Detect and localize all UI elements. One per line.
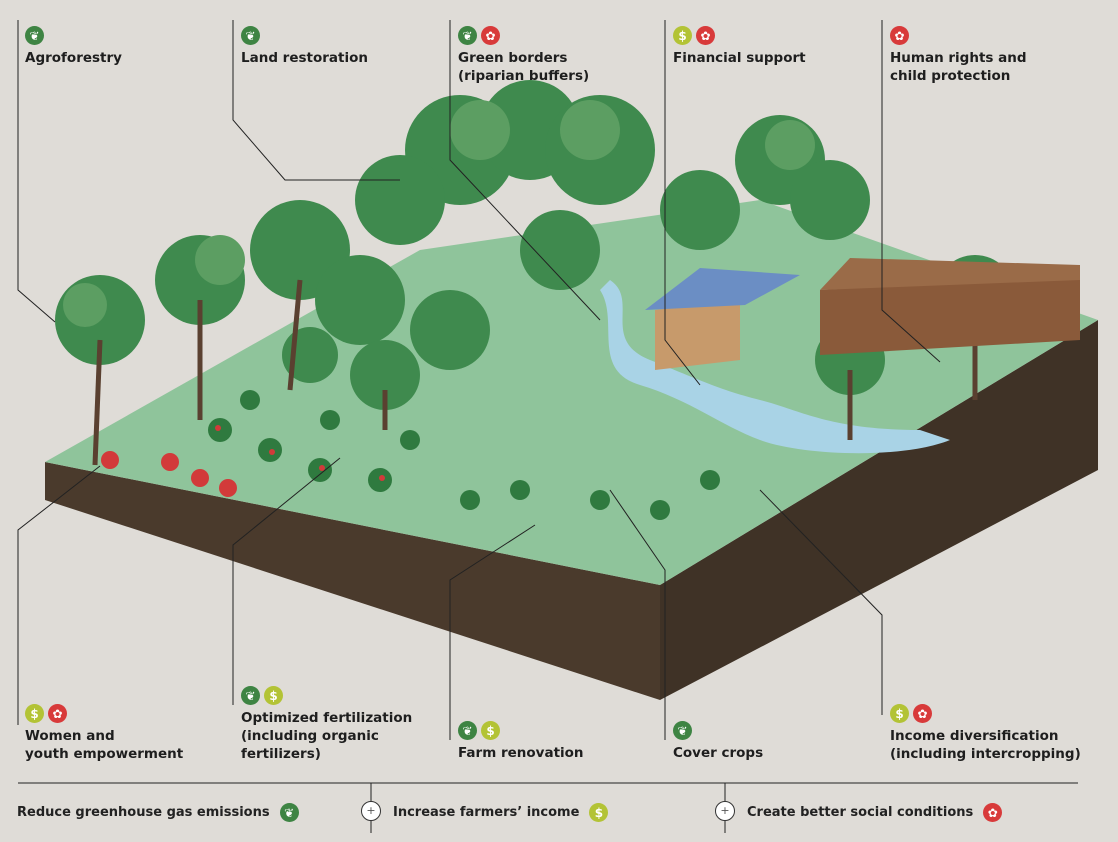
plus-icon: + xyxy=(715,801,735,821)
legend-social: Create better social conditions ✿ xyxy=(747,803,1003,822)
coffee-cherries xyxy=(101,425,385,497)
legend-climate: Reduce greenhouse gas emissions ❦ xyxy=(17,803,299,822)
leaf-icon: ❦ xyxy=(241,686,260,705)
label-agroforestry: ❦ Agroforestry xyxy=(25,26,122,67)
label-text: Land restoration xyxy=(241,50,368,66)
coffee-plants xyxy=(208,390,720,520)
people-icon: ✿ xyxy=(48,704,67,723)
label-text: Human rights and xyxy=(890,50,1027,66)
legend-label: Increase farmers’ income xyxy=(393,805,580,820)
label-text: (riparian buffers) xyxy=(458,68,590,84)
dollar-icon: $ xyxy=(264,686,283,705)
legend-label: Create better social conditions xyxy=(747,805,974,820)
plus-icon: + xyxy=(361,801,381,821)
label-text: (including organic xyxy=(241,728,379,744)
dollar-icon: $ xyxy=(25,704,44,723)
house-left xyxy=(655,300,740,370)
label-income-diversification: $✿ Income diversification (including int… xyxy=(890,704,1081,763)
label-cover-crops: ❦ Cover crops xyxy=(673,721,763,762)
label-text: fertilizers) xyxy=(241,746,321,762)
label-text: Optimized fertilization xyxy=(241,710,413,726)
tree-highlights xyxy=(63,100,815,327)
label-women-youth: $✿ Women and youth empowerment xyxy=(25,704,183,763)
label-financial-support: $✿ Financial support xyxy=(673,26,806,67)
label-text: youth empowerment xyxy=(25,746,184,762)
people-icon: ✿ xyxy=(890,26,909,45)
label-text: Green borders xyxy=(458,50,568,66)
house-right xyxy=(820,275,1080,355)
soil-right-face xyxy=(660,320,1098,700)
leaf-icon: ❦ xyxy=(241,26,260,45)
people-icon: ✿ xyxy=(913,704,932,723)
dollar-icon: $ xyxy=(890,704,909,723)
leaf-icon: ❦ xyxy=(673,721,692,740)
label-optimized-fertilization: ❦$ Optimized fertilization (including or… xyxy=(241,686,412,763)
label-text: Agroforestry xyxy=(25,50,122,66)
label-green-borders: ❦✿ Green borders (riparian buffers) xyxy=(458,26,589,85)
people-icon: ✿ xyxy=(983,803,1003,822)
label-text: Cover crops xyxy=(673,745,764,761)
house-left-roof xyxy=(645,268,800,310)
leader-lines xyxy=(17,20,1078,833)
label-text: child protection xyxy=(890,68,1011,84)
label-text: Women and xyxy=(25,728,115,744)
label-human-rights: ✿ Human rights and child protection xyxy=(890,26,1027,85)
label-farm-renovation: ❦$ Farm renovation xyxy=(458,721,584,762)
house-right-roof xyxy=(820,258,1080,290)
legend-label: Reduce greenhouse gas emissions xyxy=(17,805,270,820)
label-text: (including intercropping) xyxy=(890,746,1081,762)
leaf-icon: ❦ xyxy=(25,26,44,45)
label-text: Farm renovation xyxy=(458,745,584,761)
leaf-icon: ❦ xyxy=(279,803,299,822)
leaf-icon: ❦ xyxy=(458,721,477,740)
dollar-icon: $ xyxy=(673,26,692,45)
legend-income: Increase farmers’ income $ xyxy=(393,803,609,822)
label-text: Financial support xyxy=(673,50,806,66)
dollar-icon: $ xyxy=(481,721,500,740)
dollar-icon: $ xyxy=(589,803,609,822)
leaf-icon: ❦ xyxy=(458,26,477,45)
people-icon: ✿ xyxy=(696,26,715,45)
tree-trunks xyxy=(92,279,978,466)
people-icon: ✿ xyxy=(481,26,500,45)
river xyxy=(600,280,950,454)
label-land-restoration: ❦ Land restoration xyxy=(241,26,368,67)
label-text: Income diversification xyxy=(890,728,1059,744)
soil-front-face xyxy=(45,462,660,700)
